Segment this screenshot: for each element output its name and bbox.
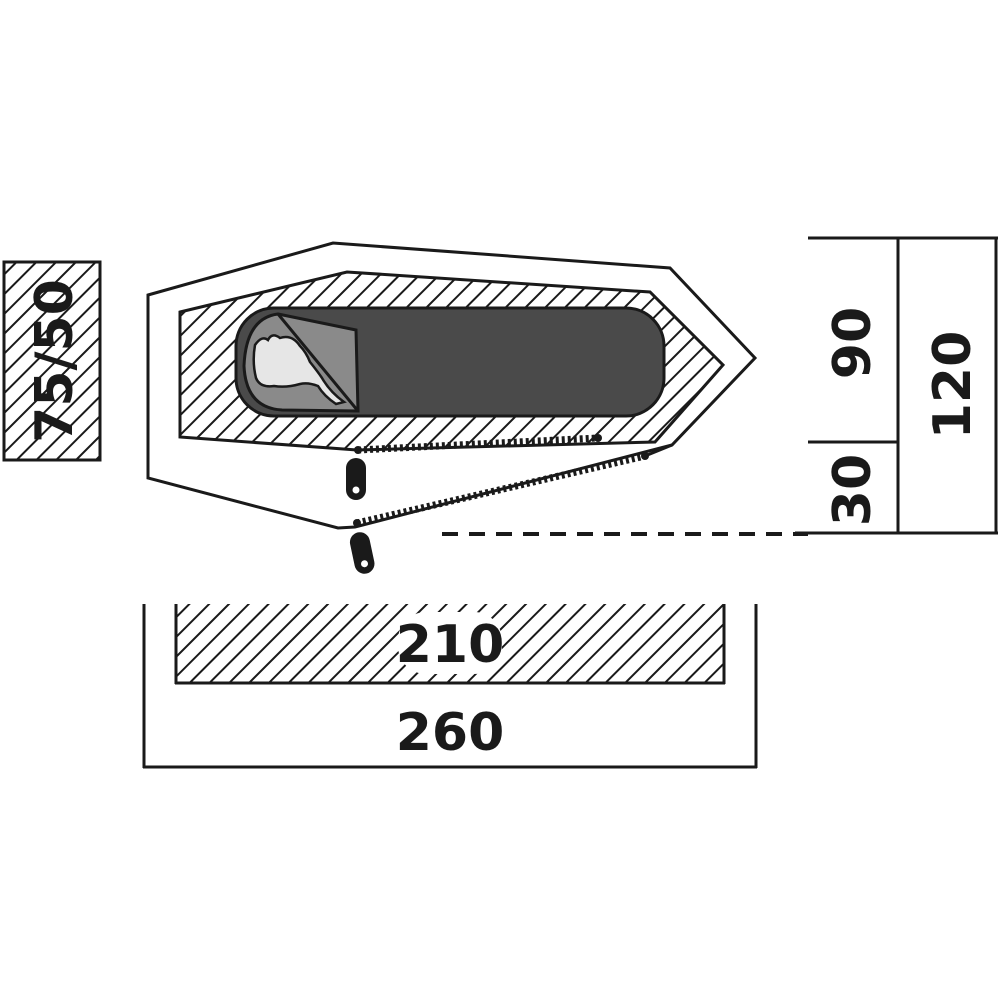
width-dimension-block: 90 30 120 bbox=[795, 236, 998, 535]
door-zipper-inner bbox=[354, 434, 602, 454]
door-zipper-outer bbox=[353, 443, 673, 527]
sleeping-bag bbox=[234, 306, 666, 418]
total-width-label: 120 bbox=[923, 331, 983, 440]
zipper-pull-tab-inner bbox=[346, 458, 366, 500]
inner-width-label: 90 bbox=[823, 307, 883, 379]
zipper-pull-tab-outer bbox=[349, 532, 375, 574]
height-dimension-box: 75/50 bbox=[2, 260, 102, 462]
inner-length-label: 210 bbox=[396, 615, 505, 675]
length-dimension-block: 210 260 bbox=[142, 604, 758, 769]
height-label: 75/50 bbox=[25, 279, 85, 443]
total-length-label: 260 bbox=[396, 703, 505, 763]
pillow-icon bbox=[252, 334, 347, 406]
vestibule-depth-label: 30 bbox=[823, 454, 883, 526]
